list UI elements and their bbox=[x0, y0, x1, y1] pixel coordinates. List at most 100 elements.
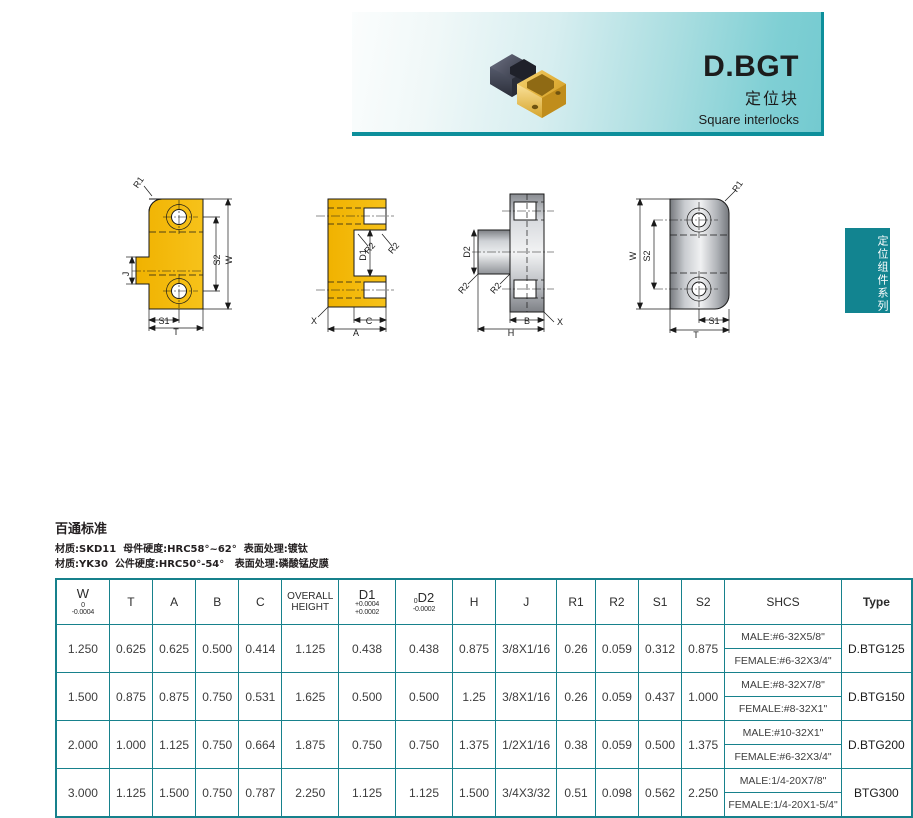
cell-shcs-female: FEMALE:#8-32X1" bbox=[724, 696, 842, 721]
dim-label-R1b: R1 bbox=[730, 179, 745, 194]
cell-D1: 1.125 bbox=[338, 768, 397, 818]
cell-R2: 0.059 bbox=[594, 624, 640, 673]
header-J: J bbox=[495, 578, 558, 625]
dim-label-D2: D2 bbox=[462, 246, 472, 258]
cell-R2: 0.059 bbox=[594, 720, 640, 769]
cell-J: 1/2X1/16 bbox=[495, 720, 558, 769]
cell-B: 0.750 bbox=[195, 720, 240, 769]
cell-T: 0.625 bbox=[108, 624, 154, 673]
cell-shcs-male: MALE:#10-32X1" bbox=[724, 720, 842, 745]
cell-C: 0.531 bbox=[238, 672, 283, 721]
cell-D2: 0.500 bbox=[395, 672, 453, 721]
dim-label-S1: S1 bbox=[158, 316, 169, 326]
drawing-section-view-gold: D1 C A R2 R2 X bbox=[311, 198, 401, 337]
cell-C: 0.787 bbox=[238, 768, 283, 818]
header-C: C bbox=[238, 578, 283, 625]
cell-overall-height: 1.625 bbox=[281, 672, 340, 721]
cell-S1: 0.437 bbox=[637, 672, 683, 721]
cell-B: 0.750 bbox=[195, 672, 240, 721]
table-row-sub: FEMALE:#6-32X3/4" bbox=[56, 744, 912, 769]
product-name-cn: 定位块 bbox=[744, 89, 799, 108]
header-R1: R1 bbox=[556, 578, 596, 625]
cell-overall-height: 1.125 bbox=[281, 624, 340, 673]
cell-T: 1.125 bbox=[108, 768, 154, 818]
cell-D1: 0.438 bbox=[338, 624, 397, 673]
dim-label-W2: W bbox=[628, 251, 638, 260]
dim-label-S2: S2 bbox=[212, 254, 222, 265]
drawing-front-view-gold: W S2 J S1 T R1 bbox=[121, 175, 234, 337]
cell-S2: 0.875 bbox=[681, 624, 726, 673]
product-banner: D.BGT 定位块 Square interlocks bbox=[352, 12, 824, 136]
dim-label-T2: T bbox=[693, 330, 699, 340]
cell-S1: 0.500 bbox=[637, 720, 683, 769]
header-B: B bbox=[195, 578, 240, 625]
cell-J: 3/8X1/16 bbox=[495, 672, 558, 721]
cell-C: 0.664 bbox=[238, 720, 283, 769]
dim-label-X: X bbox=[311, 316, 317, 326]
cell-B: 0.500 bbox=[195, 624, 240, 673]
cell-shcs-male: MALE:#6-32X5/8" bbox=[724, 624, 842, 649]
table-row-sub: FEMALE:#6-32X3/4" bbox=[56, 648, 912, 673]
drawing-front-view-steel: W S2 S1 T R1 bbox=[628, 179, 745, 340]
dim-label-J: J bbox=[121, 272, 131, 277]
cell-type: D.BTG125 bbox=[840, 624, 913, 673]
cell-D2: 0.750 bbox=[395, 720, 453, 769]
cell-shcs-male: MALE:1/4-20X7/8" bbox=[724, 768, 842, 793]
cell-W: 2.000 bbox=[55, 720, 110, 769]
table-row: 1.250 0.625 0.625 0.500 0.414 1.125 0.43… bbox=[55, 624, 913, 673]
cell-R2: 0.059 bbox=[594, 672, 640, 721]
cell-T: 1.000 bbox=[108, 720, 154, 769]
table-row: 2.000 1.000 1.125 0.750 0.664 1.875 0.75… bbox=[55, 720, 913, 769]
product-name-en: Square interlocks bbox=[698, 112, 799, 127]
cell-type: D.BTG200 bbox=[840, 720, 913, 769]
cell-B: 0.750 bbox=[195, 768, 240, 818]
dim-label-H: H bbox=[508, 328, 515, 337]
dim-label-S1b: S1 bbox=[708, 316, 719, 326]
cell-R1: 0.26 bbox=[556, 672, 596, 721]
banner-text-group: D.BGT 定位块 Square interlocks bbox=[698, 52, 799, 127]
cell-type: BTG300 bbox=[840, 768, 913, 818]
cell-shcs-male: MALE:#8-32X7/8" bbox=[724, 672, 842, 697]
cell-S2: 1.375 bbox=[681, 720, 726, 769]
material-spec-block: 百通标准 材质:SKD11 母件硬度:HRC58°~62° 表面处理:镀钛 材质… bbox=[55, 518, 329, 572]
cell-S1: 0.562 bbox=[637, 768, 683, 818]
dim-label-A: A bbox=[353, 328, 359, 337]
cell-A: 1.125 bbox=[152, 720, 197, 769]
header-T: T bbox=[108, 578, 154, 625]
header-S1: S1 bbox=[637, 578, 683, 625]
cell-A: 1.500 bbox=[152, 768, 197, 818]
cell-A: 0.625 bbox=[152, 624, 197, 673]
dim-label-S2b: S2 bbox=[642, 250, 652, 261]
cell-S2: 1.000 bbox=[681, 672, 726, 721]
dim-label-D1: D1 bbox=[358, 249, 368, 261]
header-A: A bbox=[152, 578, 197, 625]
drawing-section-view-steel: D2 R2 R2 B H X bbox=[458, 193, 563, 337]
cell-W: 1.250 bbox=[55, 624, 110, 673]
header-D1: D1 +0.0004 +0.0002 bbox=[338, 578, 397, 625]
cell-D1: 0.750 bbox=[338, 720, 397, 769]
cell-W: 3.000 bbox=[55, 768, 110, 818]
dim-label-C: C bbox=[366, 316, 373, 326]
cell-H: 0.875 bbox=[451, 624, 497, 673]
series-side-tab[interactable]: 定位组件系列 bbox=[845, 228, 890, 313]
cell-R2: 0.098 bbox=[594, 768, 640, 818]
cell-overall-height: 2.250 bbox=[281, 768, 340, 818]
series-side-tab-label: 定位组件系列 bbox=[876, 234, 889, 313]
cell-D2: 1.125 bbox=[395, 768, 453, 818]
cell-R1: 0.38 bbox=[556, 720, 596, 769]
table-row: 3.000 1.125 1.500 0.750 0.787 2.250 1.12… bbox=[55, 768, 913, 818]
spec-line-2: 材质:YK30 公件硬度:HRC50°-54° 表面处理:磷酸锰皮膜 bbox=[55, 558, 329, 570]
cell-A: 0.875 bbox=[152, 672, 197, 721]
header-D2: 0D2 -0.0002 bbox=[395, 578, 453, 625]
cell-T: 0.875 bbox=[108, 672, 154, 721]
cell-R1: 0.51 bbox=[556, 768, 596, 818]
cell-H: 1.25 bbox=[451, 672, 497, 721]
header-H: H bbox=[451, 578, 497, 625]
cell-C: 0.414 bbox=[238, 624, 283, 673]
dim-label-R1: R1 bbox=[131, 175, 146, 190]
cell-R1: 0.26 bbox=[556, 624, 596, 673]
table-row-sub: FEMALE:#8-32X1" bbox=[56, 696, 912, 721]
